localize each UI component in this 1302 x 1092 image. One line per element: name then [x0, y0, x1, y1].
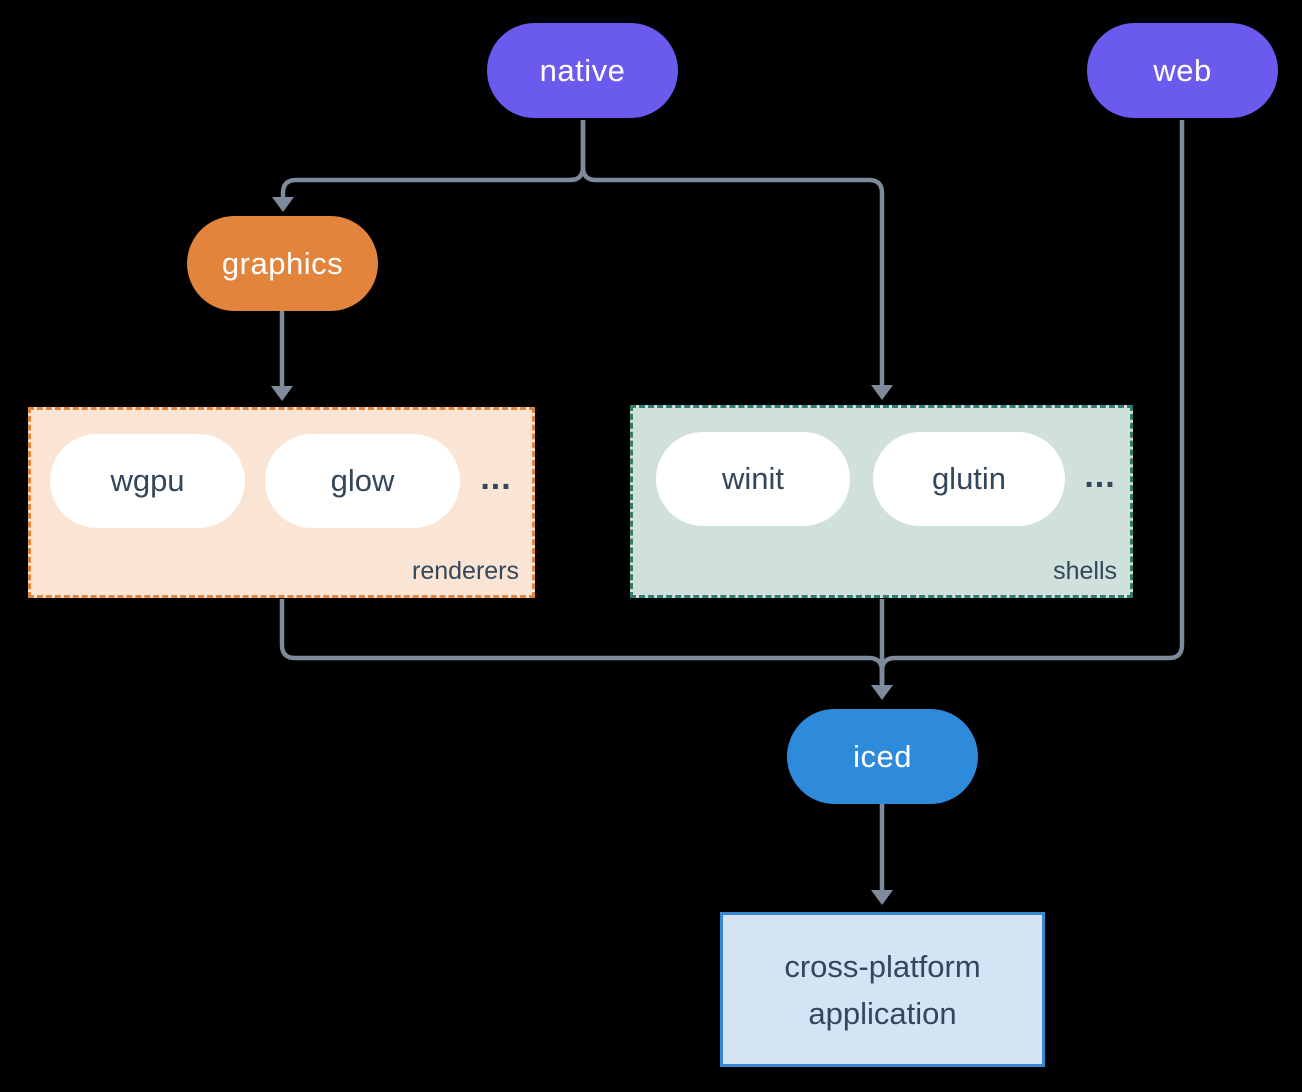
node-winit-label: winit — [721, 461, 784, 496]
edge-native-to-graphics — [280, 120, 586, 198]
node-graphics: graphics — [187, 216, 378, 311]
node-winit: winit — [656, 432, 850, 526]
node-glow-label: glow — [330, 463, 395, 498]
edge-native-to-shells — [580, 120, 885, 386]
renderers-ellipsis: ... — [480, 459, 512, 497]
node-glow: glow — [265, 434, 460, 528]
node-wgpu: wgpu — [50, 434, 245, 528]
arrowhead-into-shells — [871, 385, 893, 400]
node-iced-label: iced — [853, 738, 912, 774]
node-iced: iced — [787, 709, 978, 804]
group-renderers-label: renderers — [412, 557, 519, 585]
node-glutin: glutin — [873, 432, 1065, 526]
node-glutin-label: glutin — [931, 461, 1007, 496]
app-label-line2: application — [808, 995, 957, 1031]
edge-web-to-iced — [879, 120, 1185, 684]
node-native-label: native — [539, 52, 626, 88]
arrowhead-into-iced — [871, 685, 893, 700]
arrowhead-into-graphics — [272, 197, 294, 212]
arrowhead-into-app — [871, 890, 893, 905]
node-web-label: web — [1153, 52, 1212, 88]
arrowhead-into-renderers — [271, 386, 293, 401]
shells-ellipsis: ... — [1084, 457, 1116, 495]
node-cross-platform-application: cross-platform application — [720, 912, 1045, 1067]
edge-renderers-to-iced — [279, 599, 885, 684]
node-native: native — [487, 23, 678, 118]
node-wgpu-label: wgpu — [110, 463, 185, 498]
group-shells: winit glutin ... shells — [630, 405, 1133, 598]
node-graphics-label: graphics — [221, 245, 344, 281]
node-web: web — [1087, 23, 1278, 118]
group-shells-label: shells — [1053, 557, 1117, 585]
group-renderers: wgpu glow ... renderers — [28, 407, 535, 598]
app-label-line1: cross-platform — [784, 948, 981, 984]
